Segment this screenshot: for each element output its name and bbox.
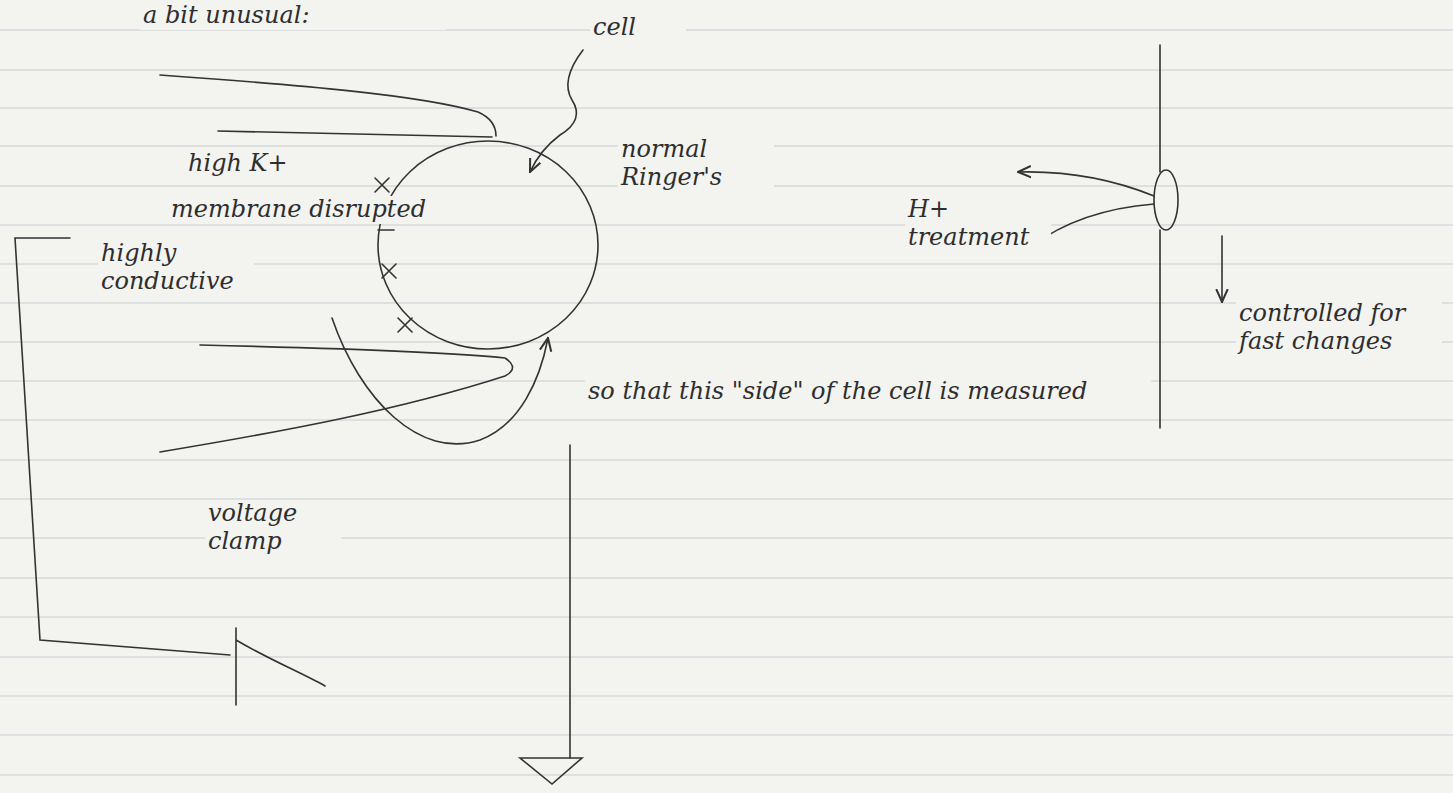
solution-label: high K+ xyxy=(185,150,341,178)
note-text: membrane disrupted xyxy=(168,196,444,224)
ground-symbol xyxy=(520,758,582,784)
drawing xyxy=(15,45,1222,784)
membrane-edge xyxy=(1159,45,1161,428)
leader-arrow xyxy=(332,318,548,444)
pipette-wall xyxy=(160,75,496,136)
disruption-mark xyxy=(378,229,394,231)
part-label: cell xyxy=(590,14,686,42)
note-text: a bit unusual: xyxy=(140,2,446,30)
note-text: highly conductive xyxy=(98,240,254,295)
note-text: controlled for fast changes xyxy=(1236,300,1442,355)
disruption-mark xyxy=(375,178,389,192)
pipette-wall xyxy=(160,345,513,452)
cell-outline xyxy=(378,141,598,349)
part-label: voltage clamp xyxy=(205,500,341,555)
ground-wire xyxy=(569,445,571,758)
ruled-lines xyxy=(0,30,1453,775)
disruption-mark xyxy=(398,318,412,332)
flow-arrow xyxy=(1018,172,1154,196)
amplifier-symbol xyxy=(236,628,325,705)
channel xyxy=(1154,170,1178,230)
disruption-mark xyxy=(382,264,396,278)
flow-arrow xyxy=(1221,236,1223,302)
leader-line xyxy=(530,50,583,172)
note-text: so that this "side" of the cell is measu… xyxy=(585,378,1151,406)
clamp-wire xyxy=(15,238,230,655)
pipette-wall xyxy=(218,131,492,137)
treatment-label: H+ treatment xyxy=(905,196,1051,251)
solution-label: normal Ringer's xyxy=(618,136,774,191)
